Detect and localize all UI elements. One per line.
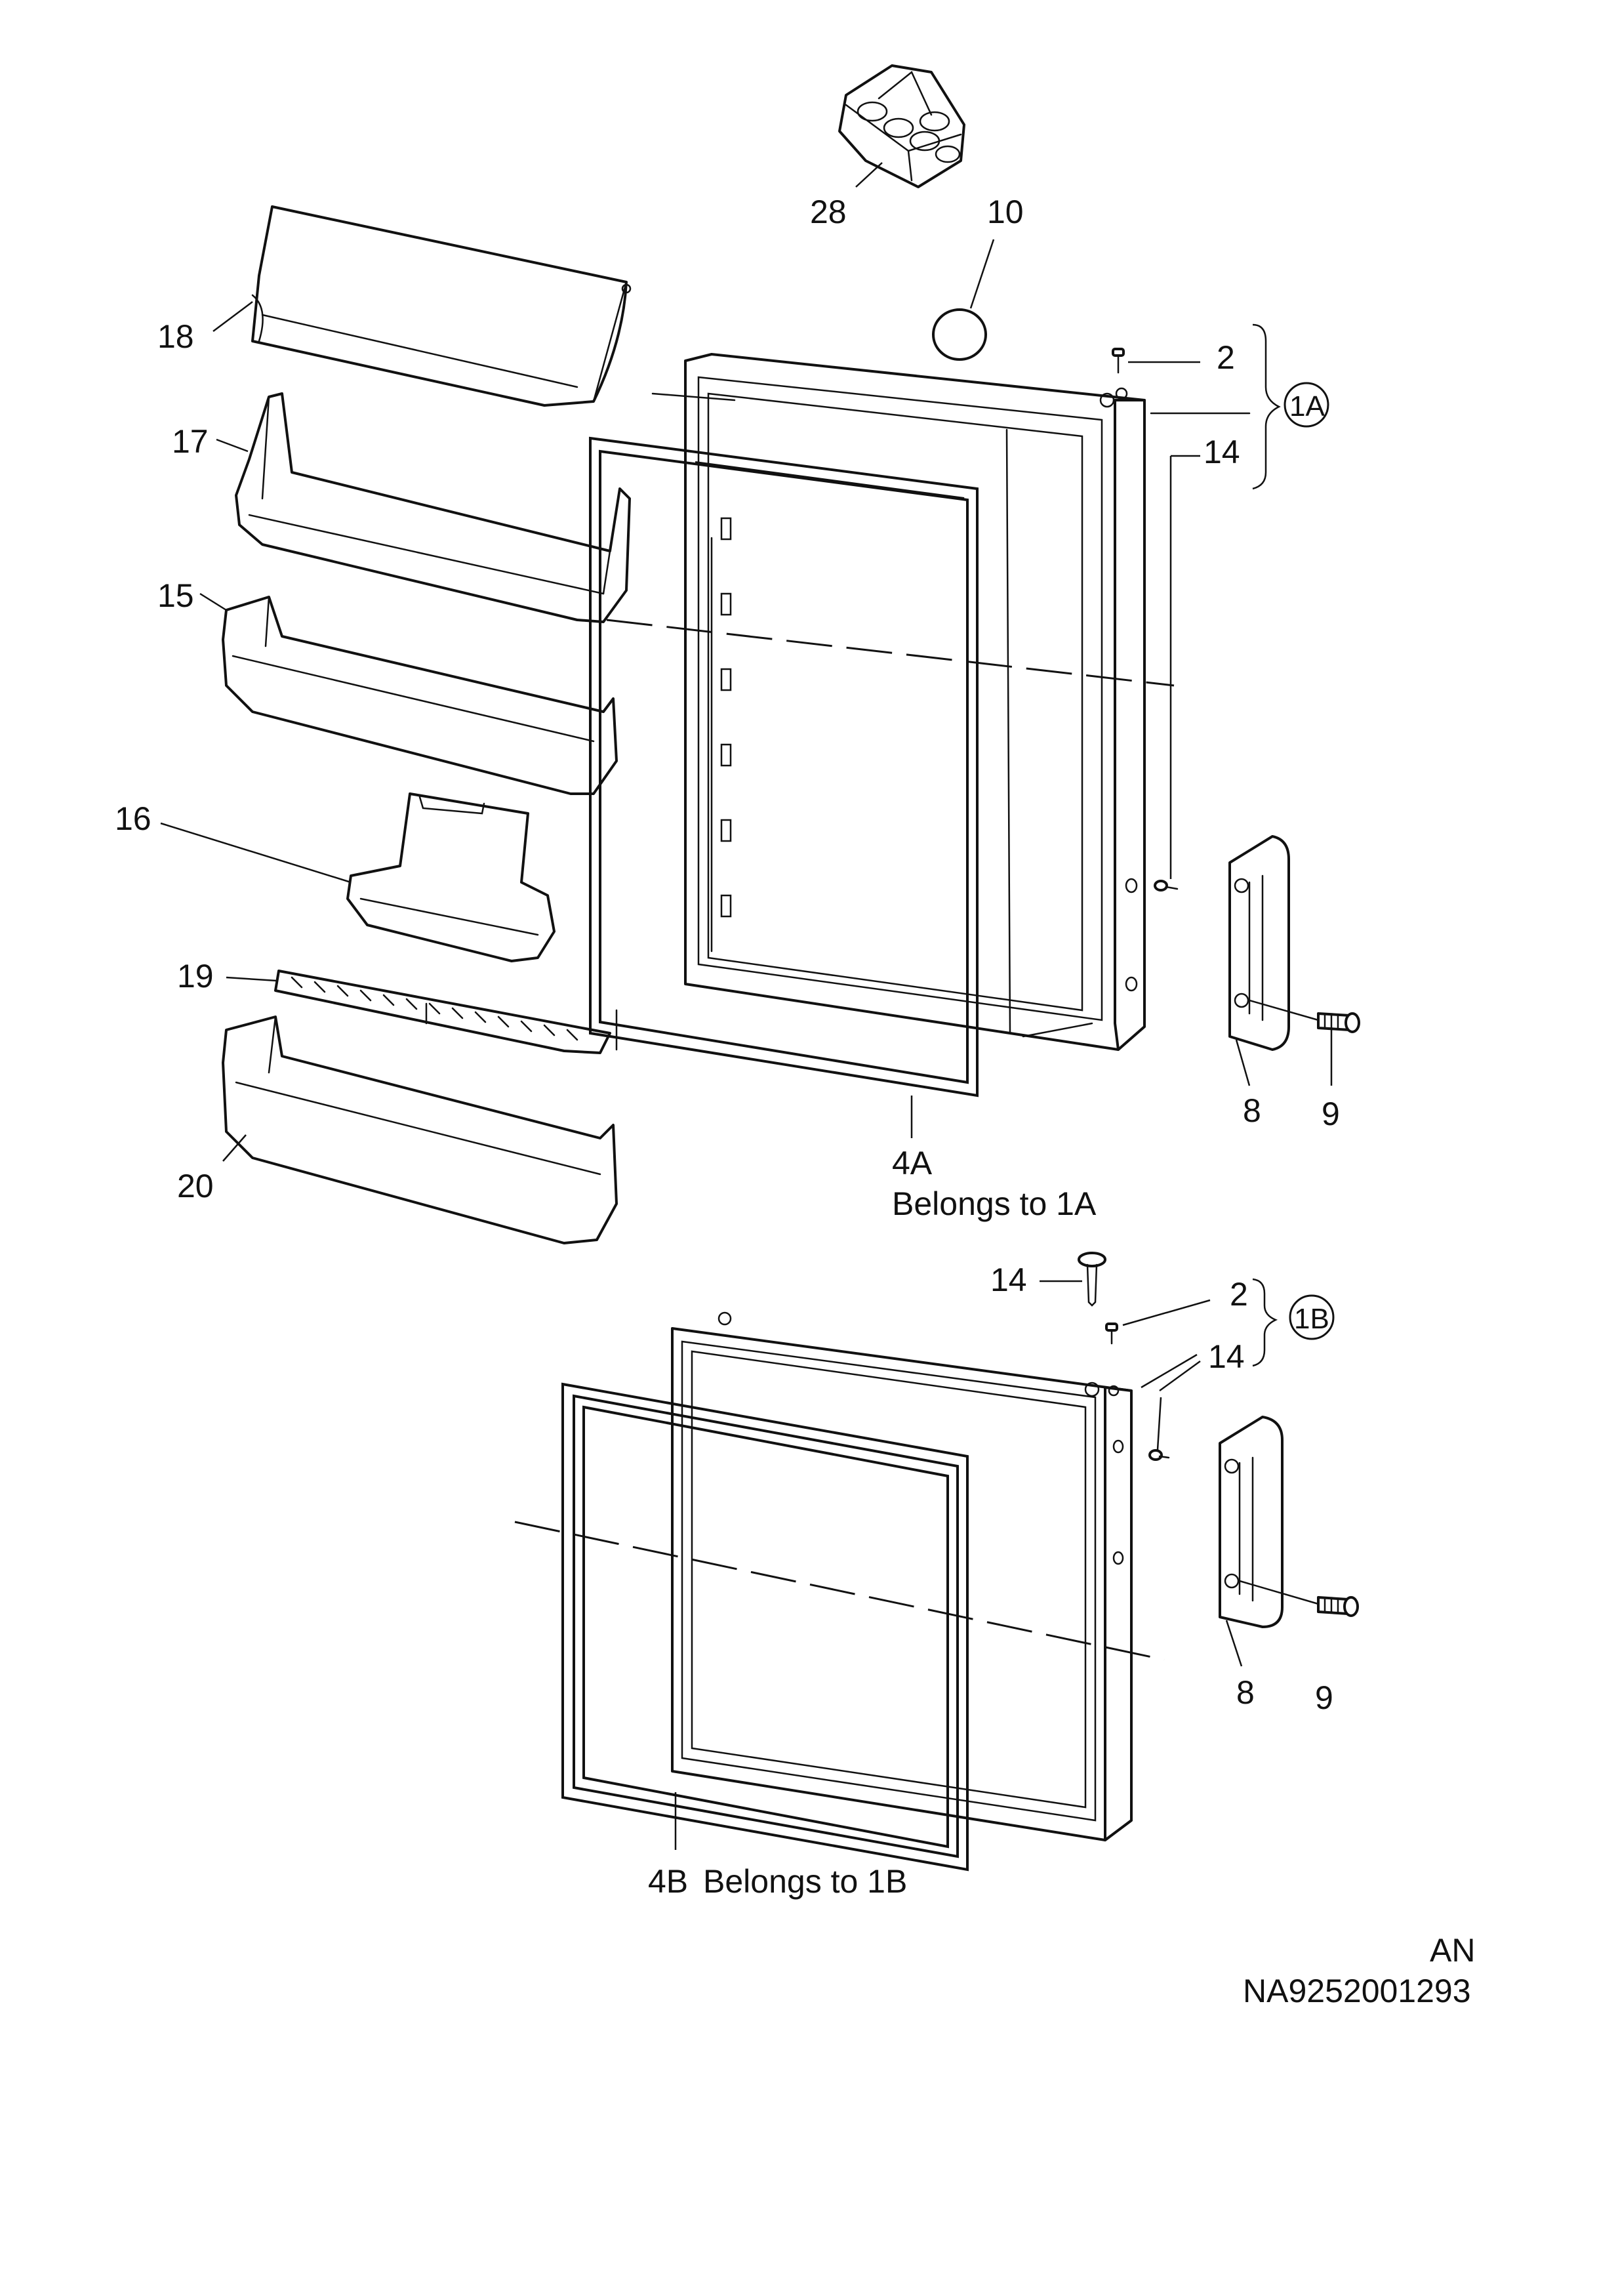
bracket-1a (1252, 323, 1281, 490)
door-1b-part (671, 1311, 1133, 1841)
label-28: 28 (810, 194, 847, 230)
pin-14a-part (1154, 880, 1179, 892)
assembly-line-1b (514, 1521, 1165, 1661)
middle-door-bin-part (222, 596, 618, 795)
gasket-4b-part (561, 1382, 969, 1872)
screw-9b-part (1317, 1596, 1359, 1617)
label-9b: 9 (1315, 1679, 1333, 1716)
footer-number: NA9252001293 (1243, 1973, 1471, 2009)
label-8a: 8 (1243, 1092, 1261, 1129)
label-9a: 9 (1322, 1096, 1340, 1132)
label-4a-note: Belongs to 1A (892, 1185, 1097, 1222)
screw-9a-part (1317, 1012, 1360, 1033)
egg-tray-part (838, 64, 965, 188)
footer-code: AN (1430, 1932, 1475, 1969)
label-2a: 2 (1217, 339, 1235, 376)
label-20: 20 (177, 1168, 214, 1204)
label-14b: 14 (1208, 1338, 1245, 1375)
handle-8b-part (1219, 1416, 1284, 1628)
label-15: 15 (157, 577, 194, 614)
label-4a: 4A (892, 1145, 933, 1181)
label-1a: 1A (1289, 390, 1325, 422)
butter-lid-part (251, 205, 632, 407)
label-16: 16 (115, 800, 152, 837)
circle-1b (1289, 1294, 1335, 1340)
bottom-door-bin-part (222, 1015, 618, 1244)
label-10: 10 (987, 194, 1024, 230)
upper-door-shelf-part (235, 392, 631, 623)
label-1b: 1B (1294, 1303, 1329, 1335)
label-2b: 2 (1230, 1276, 1248, 1313)
handle-8a-part (1228, 835, 1290, 1051)
circle-1a (1284, 382, 1329, 428)
small-door-bin-part (346, 792, 556, 962)
door-1a-part (651, 353, 1146, 1051)
screw-2a-part (1112, 348, 1125, 374)
assembly-line-1a (606, 619, 1175, 687)
screw-2b-part (1105, 1322, 1118, 1345)
label-14a: 14 (1203, 434, 1240, 470)
plug-cap-part (932, 308, 987, 361)
label-4b-note: Belongs to 1B (703, 1863, 907, 1900)
label-4b: 4B (648, 1863, 688, 1900)
gasket-4a-part (589, 436, 979, 1097)
pin-14b-part (1148, 1449, 1170, 1461)
label-18: 18 (157, 318, 194, 355)
vent-strip-part (274, 970, 611, 1054)
pin-14b-top-part (1078, 1252, 1106, 1307)
label-17: 17 (172, 423, 209, 460)
label-19: 19 (177, 958, 214, 994)
bracket-1b (1252, 1278, 1278, 1367)
label-8b: 8 (1236, 1674, 1255, 1711)
label-14b-top: 14 (990, 1261, 1027, 1298)
